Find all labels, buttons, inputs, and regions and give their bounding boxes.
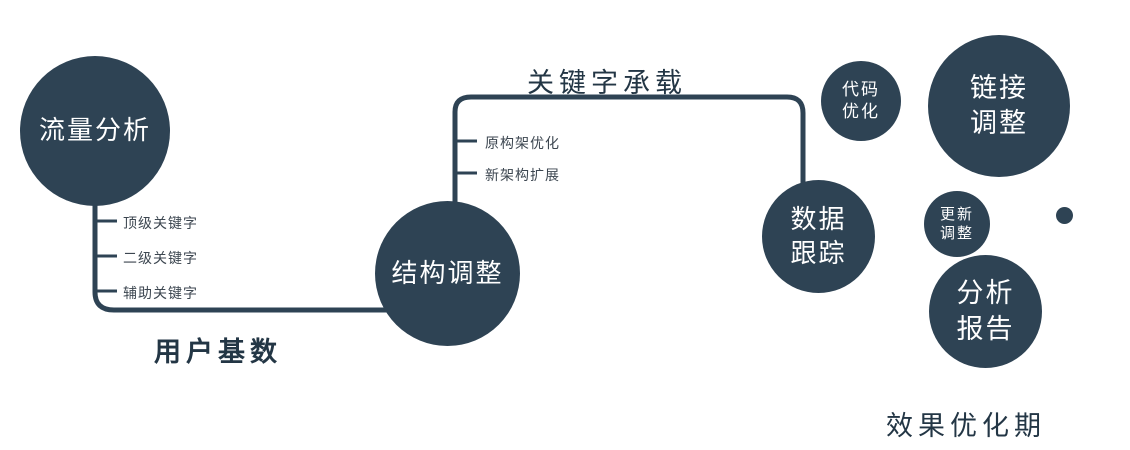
node-analysis-report-label: 分析报告: [956, 278, 1015, 344]
tick-marks-structure-branch: [455, 139, 477, 175]
node-structure-adjustment: 结构调整: [375, 201, 520, 346]
node-code-optimization-label: 代码优化: [841, 79, 880, 121]
node-link-adjustment-label: 链接调整: [969, 72, 1028, 138]
node-link-adjustment: 链接调整: [928, 35, 1070, 177]
tick-label-original-architecture: 原构架优化: [485, 135, 560, 151]
tick-marks-traffic-branch: [95, 219, 117, 293]
edge-label-keyword-carry: 关键字承载: [527, 68, 687, 98]
node-traffic-analysis: 流量分析: [20, 56, 170, 206]
node-traffic-analysis-label: 流量分析: [38, 115, 151, 146]
tick-label-secondary-keywords: 二级关键字: [123, 250, 198, 266]
node-update-adjustment: 更新调整: [924, 191, 990, 257]
tick-label-new-architecture: 新架构扩展: [485, 167, 560, 183]
node-data-tracking: 数据跟踪: [762, 180, 875, 293]
tick-label-auxiliary-keywords: 辅助关键字: [123, 285, 198, 301]
edge-label-user-base: 用户基数: [154, 337, 282, 367]
node-code-optimization: 代码优化: [821, 61, 901, 141]
node-data-tracking-label: 数据跟踪: [790, 203, 847, 268]
path-structure-to-tracking: [452, 94, 806, 250]
node-analysis-report: 分析报告: [929, 255, 1042, 368]
stage-label-effect-optimization: 效果优化期: [886, 411, 1046, 441]
node-update-adjustment-label: 更新调整: [939, 205, 974, 243]
tick-label-top-keywords: 顶级关键字: [123, 215, 198, 231]
node-structure-adjustment-label: 结构调整: [391, 257, 504, 288]
dot-marker: [1056, 207, 1073, 224]
